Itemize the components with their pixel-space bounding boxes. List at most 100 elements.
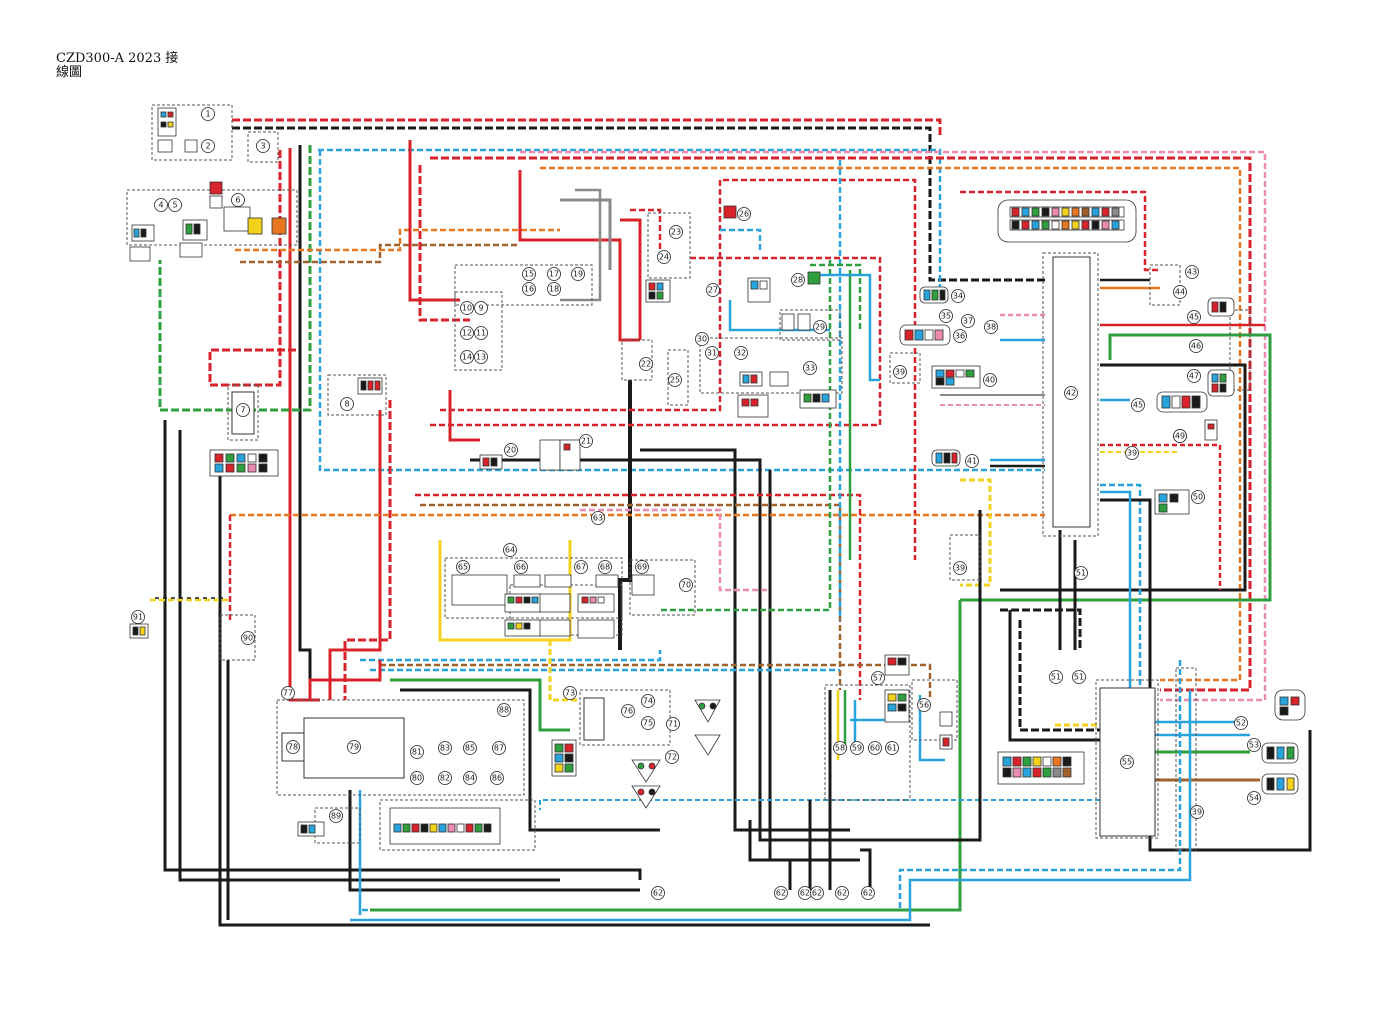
title-line-1: CZD300-A 2023 接	[56, 51, 179, 66]
component-label-ring	[256, 139, 270, 153]
component-label-c12: 12	[460, 326, 474, 340]
component-label-ring	[635, 560, 649, 574]
connector-22-23-plugs	[645, 279, 671, 303]
connector-7-plug	[209, 449, 279, 477]
component-label-c6: 6	[231, 193, 245, 207]
wire-red-horiz-mid	[415, 493, 862, 700]
component-label-ring	[706, 283, 720, 297]
component-label-text: 58	[835, 744, 845, 753]
component-label-c45b: 45	[1187, 310, 1201, 324]
component-label-text: 87	[494, 744, 504, 753]
component-label-text: 91	[133, 613, 143, 622]
wire-black-79	[400, 688, 660, 832]
component-label-c19: 19	[571, 267, 585, 281]
component-label-text: 54	[1249, 794, 1259, 803]
component-label-c76: 76	[621, 704, 635, 718]
component-label-c3: 3	[256, 139, 270, 153]
connector-26-28-plugs	[723, 205, 821, 285]
component-label-text: 3	[260, 142, 265, 151]
component-label-c51a: 51	[1074, 566, 1088, 580]
component-label-c36: 36	[953, 329, 967, 343]
wire-black-top	[232, 126, 1045, 282]
wire-red-49	[1100, 443, 1222, 590]
connector-34-35-plugs	[899, 286, 951, 346]
component-label-text: 29	[815, 323, 825, 332]
component-label-c55: 55	[1120, 755, 1134, 769]
component-label-text: 8	[344, 400, 349, 409]
component-label-text: 47	[1189, 372, 1199, 381]
wire-black-79b	[348, 790, 640, 892]
component-label-ring	[1190, 805, 1204, 819]
component-label-ring	[868, 741, 882, 755]
component-label-text: 12	[462, 329, 472, 338]
component-label-text: 81	[412, 748, 422, 757]
component-label-text: 51	[1074, 673, 1084, 682]
component-label-c38: 38	[984, 320, 998, 334]
component-label-text: 32	[736, 349, 746, 358]
connector-6-plug	[209, 181, 287, 235]
component-label-ring	[850, 741, 864, 755]
component-label-text: 39	[1192, 808, 1202, 817]
component-label-c78: 78	[286, 740, 300, 754]
component-label-c42: 42	[1064, 386, 1078, 400]
component-label-c61: 61	[885, 741, 899, 755]
component-label-text: 84	[465, 774, 475, 783]
component-label-text: 71	[668, 720, 678, 729]
connector-8-plug	[357, 377, 383, 395]
component-label-text: 17	[549, 270, 559, 279]
component-label-ring	[241, 631, 255, 645]
component-label-c39a: 39	[893, 365, 907, 379]
component-label-ring	[641, 694, 655, 708]
component-label-text: 1	[205, 110, 210, 119]
connector-64-70-plugs	[451, 574, 655, 639]
component-label-ring	[951, 289, 965, 303]
wire-red-mid-horiz	[430, 256, 882, 427]
component-label-ring	[503, 543, 517, 557]
component-label-text: 7	[240, 406, 245, 415]
component-label-c71: 71	[666, 717, 680, 731]
component-label-ring	[665, 750, 679, 764]
title-line-2: 線圖	[56, 65, 83, 80]
component-label-ring	[965, 454, 979, 468]
component-label-text: 42	[1066, 389, 1076, 398]
wire-yellow-73	[548, 640, 580, 702]
component-label-c89: 89	[329, 809, 343, 823]
component-label-c13: 13	[474, 350, 488, 364]
component-label-c7: 7	[236, 403, 250, 417]
component-label-text: 38	[986, 323, 996, 332]
component-label-ring	[563, 686, 577, 700]
wire-blue-28	[820, 273, 880, 382]
component-label-ring	[917, 698, 931, 712]
component-label-ring	[835, 886, 849, 900]
component-label-ring	[1049, 670, 1063, 684]
component-label-c2: 2	[201, 139, 215, 153]
component-label-c81: 81	[410, 745, 424, 759]
component-label-c28: 28	[791, 273, 805, 287]
component-label-text: 76	[623, 707, 633, 716]
wire-blue-bot-right2	[350, 690, 1192, 922]
component-label-text: 4	[158, 201, 163, 210]
wire-blue-42b	[1100, 483, 1142, 690]
battery-icon	[157, 107, 198, 153]
component-label-text: 39	[1127, 449, 1137, 458]
component-label-text: 74	[643, 697, 653, 706]
wire-yellow-mid	[438, 540, 572, 642]
component-label-text: 5	[172, 201, 177, 210]
component-label-ring	[410, 745, 424, 759]
component-label-ring	[514, 560, 528, 574]
component-label-text: 35	[941, 312, 951, 321]
component-label-text: 62	[800, 889, 810, 898]
component-label-c68: 68	[598, 560, 612, 574]
component-label-ring	[984, 320, 998, 334]
component-label-ring	[1120, 755, 1134, 769]
component-label-text: 43	[1187, 268, 1197, 277]
component-label-text: 62	[812, 889, 822, 898]
component-label-text: 28	[793, 276, 803, 285]
wire-black-to-62	[768, 470, 792, 890]
wire-green-79	[390, 678, 570, 732]
component-label-ring	[1191, 490, 1205, 504]
component-label-text: 60	[870, 744, 880, 753]
component-label-c54: 54	[1247, 791, 1261, 805]
component-label-ring	[861, 886, 875, 900]
wire-orange-left	[235, 228, 560, 252]
